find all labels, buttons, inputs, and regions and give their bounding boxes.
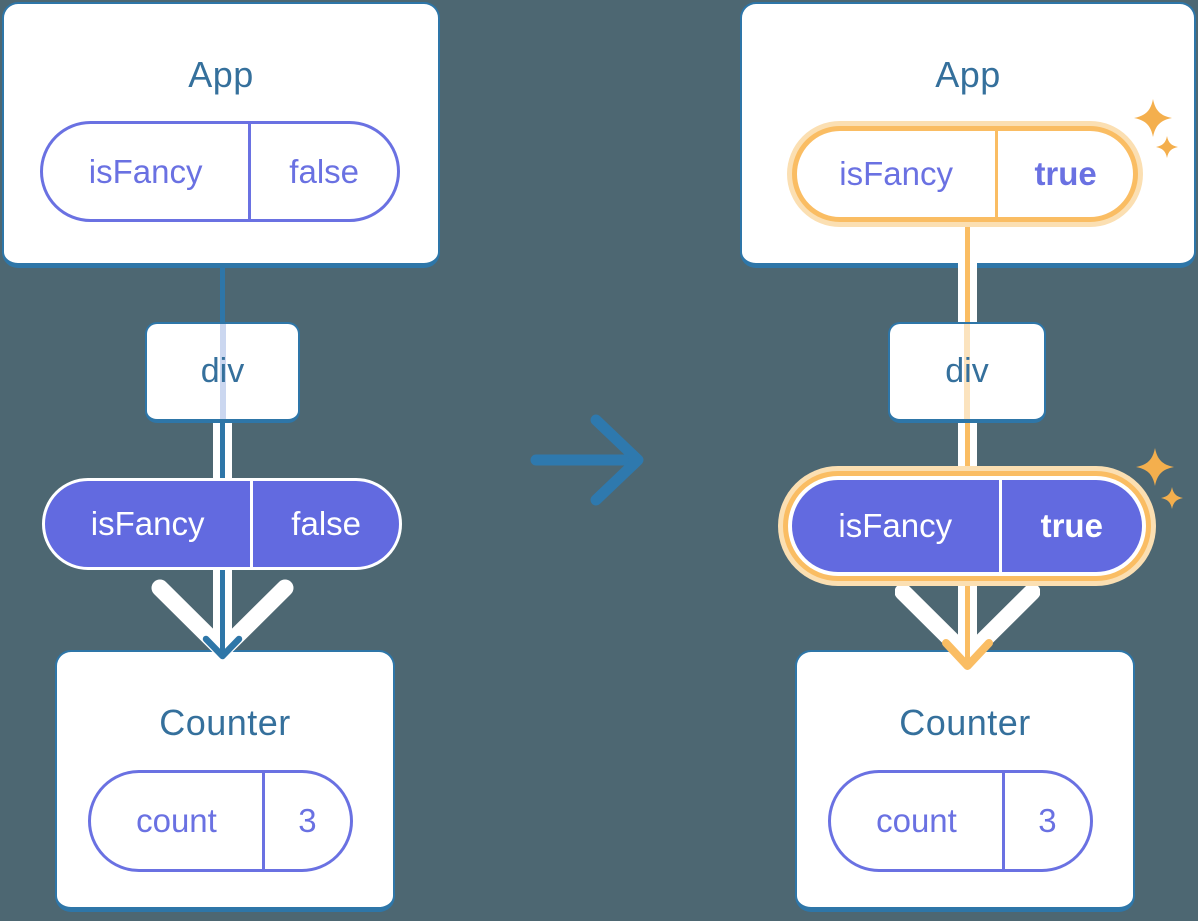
prop-name-label: isFancy: [90, 505, 205, 542]
prop-name-label: isFancy: [838, 507, 953, 544]
sparkle-icon: [1136, 448, 1174, 486]
prop-value-label: true: [995, 131, 1133, 217]
div-node: div: [145, 322, 300, 423]
app-component-title: App: [188, 54, 254, 95]
state-value-label: 3: [1001, 773, 1090, 869]
counter-component-title: Counter: [159, 702, 291, 743]
app-component-title: App: [935, 54, 1001, 95]
edge-div-to-prop-highlighted: [958, 423, 977, 482]
down-arrow-icon: [151, 566, 294, 660]
transition-arrow-icon: [530, 414, 644, 506]
down-arrow-icon: [895, 578, 1040, 670]
state-name-label: count: [876, 802, 957, 839]
passed-prop-pill: isFancy false: [42, 478, 402, 570]
edge-app-to-div: [220, 266, 225, 324]
edge-app-to-div-highlighted: [958, 227, 977, 322]
div-node-label: div: [200, 352, 245, 390]
prop-name-label: isFancy: [88, 152, 203, 190]
prop-name-label: isFancy: [839, 155, 953, 192]
state-pill-count: count 3: [828, 770, 1093, 872]
edge-div-to-prop: [213, 423, 232, 482]
prop-value-label: false: [248, 124, 397, 219]
state-name-label: count: [136, 802, 217, 839]
div-node: div: [888, 322, 1046, 423]
passed-prop-pill-highlighted: isFancy true: [792, 480, 1142, 572]
state-pill-count: count 3: [88, 770, 353, 872]
prop-pass-through-stripe: [219, 324, 226, 419]
prop-pill-app: isFancy false: [40, 121, 400, 222]
prop-value-label: false: [250, 481, 399, 567]
prop-value-label: true: [998, 480, 1143, 572]
state-value-label: 3: [261, 773, 350, 869]
counter-component-title: Counter: [899, 702, 1031, 743]
div-node-label: div: [945, 352, 989, 390]
prop-pill-app-highlighted: isFancy true: [792, 126, 1138, 222]
sparkle-icon: [1134, 99, 1172, 137]
prop-pass-through-stripe: [964, 324, 970, 419]
sparkle-icon: [1161, 487, 1183, 509]
sparkle-icon: [1156, 136, 1178, 158]
